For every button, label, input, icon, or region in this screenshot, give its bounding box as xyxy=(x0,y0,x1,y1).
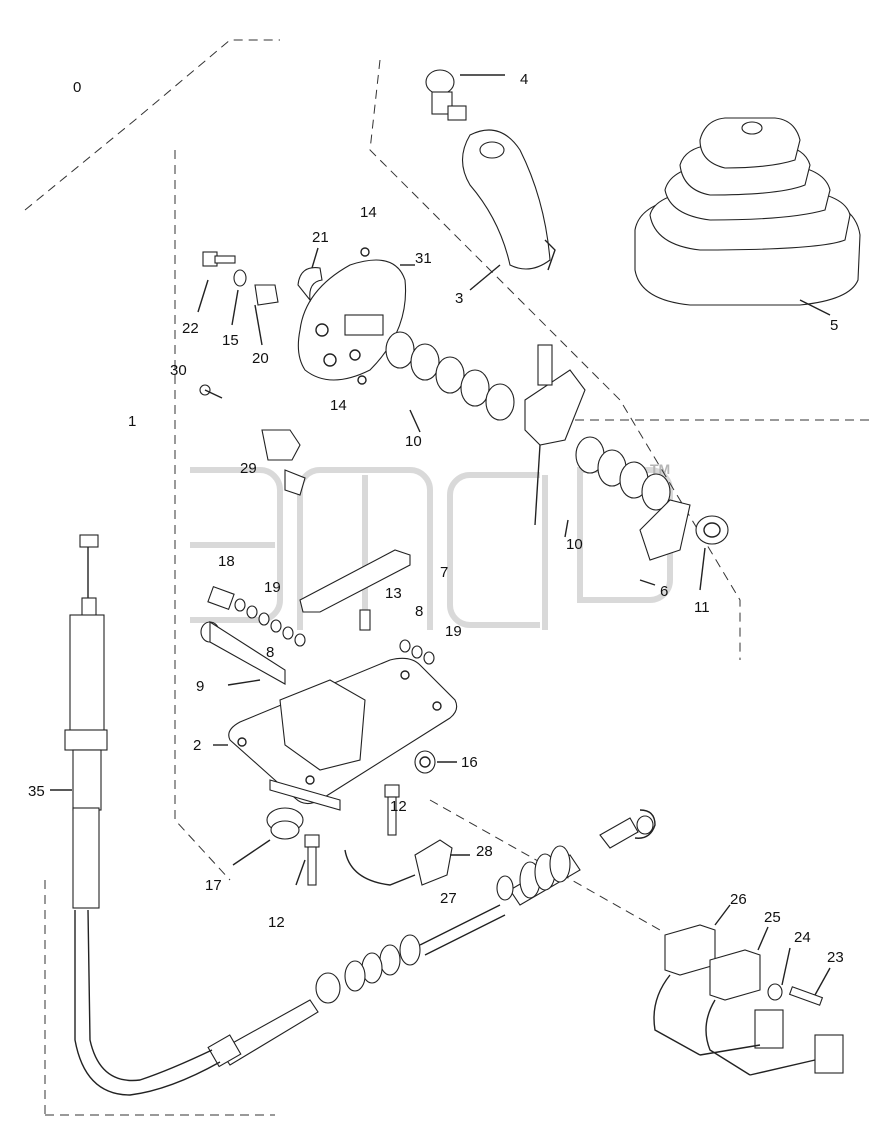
callout-31: 31 xyxy=(415,250,432,267)
part-30-screw xyxy=(199,384,223,399)
callout-10b: 10 xyxy=(566,536,583,553)
callout-3: 3 xyxy=(455,290,463,307)
part-11-cap xyxy=(695,515,729,591)
callout-5: 5 xyxy=(830,317,838,334)
callout-16: 16 xyxy=(461,754,478,771)
part-24-washer xyxy=(767,947,791,1001)
callout-21: 21 xyxy=(312,229,329,246)
callout-17: 17 xyxy=(205,877,222,894)
part-25-sensor xyxy=(705,926,769,1076)
part-3-handle xyxy=(461,129,556,291)
callout-7: 7 xyxy=(440,564,448,581)
callout-10a: 10 xyxy=(405,433,422,450)
callout-12a: 12 xyxy=(390,798,407,815)
callout-19a: 19 xyxy=(264,579,281,596)
part-28-switch xyxy=(344,839,470,886)
part-16-washer xyxy=(414,750,457,774)
callout-23: 23 xyxy=(827,949,844,966)
callout-11: 11 xyxy=(694,599,710,616)
part-5-rubber-boot xyxy=(634,117,861,316)
part-12-bolt-left xyxy=(295,834,320,886)
part-10-ring-set-upper xyxy=(385,331,515,433)
callout-8a: 8 xyxy=(415,603,423,620)
part-12-bolt-right xyxy=(384,784,400,836)
part-20-bracket xyxy=(254,284,279,346)
callout-labels: 0 1 2 3 4 5 6 7 8 8 9 10 10 11 12 12 13 … xyxy=(28,71,844,966)
shift-cable-assembly xyxy=(74,809,656,1096)
watermark-mark: TM xyxy=(650,461,670,477)
callout-25: 25 xyxy=(764,909,781,926)
part-26-sensor xyxy=(653,904,731,1056)
part-17-plug xyxy=(232,807,304,866)
part-6-cam xyxy=(639,499,691,586)
callout-24: 24 xyxy=(794,929,811,946)
assembly-guide-lines xyxy=(24,39,870,1116)
part-2-gate-housing xyxy=(213,657,458,811)
part-15-washer xyxy=(231,269,247,326)
callout-35: 35 xyxy=(28,783,45,800)
part-29-latch xyxy=(261,429,306,496)
callout-29: 29 xyxy=(240,460,257,477)
callout-14a: 14 xyxy=(360,204,377,221)
callout-20: 20 xyxy=(252,350,269,367)
part-31-hub-plate xyxy=(297,247,415,385)
part-22-bolt xyxy=(197,251,236,313)
callout-26: 26 xyxy=(730,891,747,908)
sensor-connectors xyxy=(699,1009,844,1076)
callout-28: 28 xyxy=(476,843,493,860)
callout-2: 2 xyxy=(193,737,201,754)
callout-22: 22 xyxy=(182,320,199,337)
lever-arm xyxy=(524,344,586,526)
part-9-pin xyxy=(200,620,286,686)
part-23-bolt xyxy=(788,967,831,1006)
callout-9: 9 xyxy=(196,678,204,695)
callout-0: 0 xyxy=(73,79,81,96)
callout-18: 18 xyxy=(218,553,235,570)
callout-13: 13 xyxy=(385,585,402,602)
part-10-ring-set-lower xyxy=(564,436,671,538)
part-4-knob-button xyxy=(425,69,505,121)
callout-6: 6 xyxy=(660,583,668,600)
callout-1: 1 xyxy=(128,413,136,430)
callout-30: 30 xyxy=(170,362,187,379)
part-35-cable-end xyxy=(50,534,108,909)
part-19-washers-right xyxy=(399,639,435,665)
callout-12b: 12 xyxy=(268,914,285,931)
part-19-washers-left xyxy=(234,598,306,647)
callout-27: 27 xyxy=(440,890,457,907)
callout-15: 15 xyxy=(222,332,239,349)
watermark-logo: TM xyxy=(190,461,673,630)
callout-8b: 8 xyxy=(266,644,274,661)
callout-14b: 14 xyxy=(330,397,347,414)
part-13-bar xyxy=(299,549,411,631)
part-21-clip xyxy=(297,247,323,302)
callout-4: 4 xyxy=(520,71,528,88)
callout-19b: 19 xyxy=(445,623,462,640)
part-18-bushing xyxy=(207,586,235,610)
